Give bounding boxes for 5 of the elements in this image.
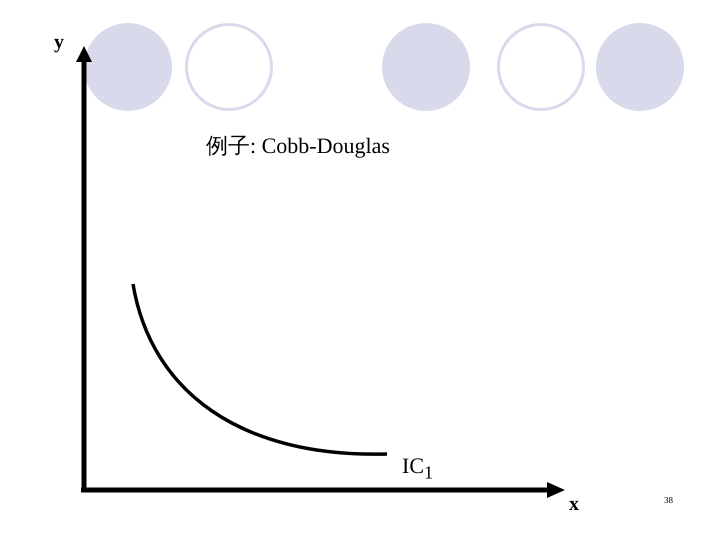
slide-title: 例子: Cobb-Douglas: [206, 135, 390, 157]
page-number: 38: [664, 496, 673, 505]
curve-label: IC$_{1}$: [402, 455, 434, 482]
axis-label: y: [54, 32, 64, 52]
axis-label: x: [569, 494, 579, 514]
